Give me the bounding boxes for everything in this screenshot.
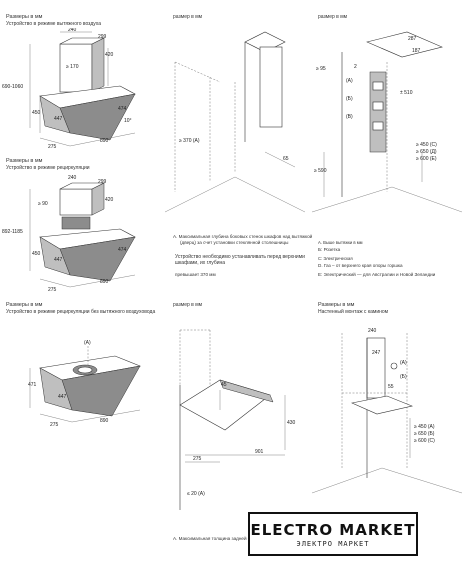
p2-dim-299: 299 — [98, 179, 107, 185]
panel1-title: Размеры в мм — [6, 14, 43, 20]
c3t-dim-287: 287 — [408, 36, 417, 42]
p2-dim-474: 474 — [118, 247, 127, 253]
p1-dim-299: 299 — [98, 34, 107, 40]
p2-dim-890: 890 — [100, 279, 109, 285]
p3-dim-890: 890 — [100, 418, 109, 424]
c3t-label-a: (A) — [346, 78, 353, 84]
c3t-label-c: (B) — [346, 114, 353, 120]
c3b-dim-55: 55 — [388, 384, 394, 390]
p1-dim-890: 890 — [100, 138, 109, 144]
c2b-dim-901: 901 — [255, 449, 264, 455]
col3-legend-3: D. Газ – от верхнего края опоры горшка — [318, 263, 403, 268]
p3-dim-471: 471 — [28, 382, 37, 388]
c3t-dim-450: ≥ 450 (С) — [416, 142, 437, 148]
col2-top-title: размер в мм — [173, 14, 203, 20]
panel1-subtitle: Устройство в режиме вытяжного воздуха — [6, 21, 102, 27]
c2b-dim-275: 275 — [193, 456, 202, 462]
col2-note-b: (дверц) за счет установки стеклянной сто… — [180, 240, 289, 245]
p1-dim-420: 420 — [105, 52, 114, 58]
col3-legend-1: Б: Розетка — [318, 247, 341, 252]
panel3-subtitle: Устройство в режиме рециркуляции без выт… — [6, 309, 156, 315]
p1-dim-275: 275 — [48, 144, 57, 150]
col2-note-d: превышает 370 мм — [175, 272, 216, 277]
p2-dim-90: ≥ 90 — [38, 201, 48, 207]
col2-bottom-title: размер в мм — [173, 302, 203, 308]
p2-dim-height: 892-1185 — [2, 229, 23, 235]
logo-title: ELECTRO MARKET — [250, 521, 416, 539]
col2-bottom-side-diagram: 45 430 275 901 ≤ 20 (A) — [179, 329, 296, 510]
c3t-dim-650: ≥ 650 (Д) — [416, 149, 437, 155]
c3t-dim-2: 2 — [354, 64, 357, 70]
c3b-dim-247: 247 — [372, 350, 381, 356]
c3b-dim-650: ≥ 650 (Б) — [414, 431, 435, 437]
p3-dim-a: (A) — [84, 340, 91, 346]
c2b-dim-45: 45 — [221, 382, 227, 388]
col2-footnote: A. Максимальная толщина задней стенки — [173, 536, 262, 541]
c2b-dim-20: ≤ 20 (A) — [187, 491, 205, 497]
col3-top-title: размер в мм — [318, 14, 348, 20]
col3-top-wall-diagram: ≥ 95 2 (A) (Б) (B) ± 510 ≥ 590 ≥ 450 (С)… — [312, 31, 462, 213]
col3-bottom-chimney-diagram: 240 247 55 ≥ 450 (А) ≥ 650 (Б) ≥ 600 (С)… — [312, 328, 462, 494]
p2-dim-450: 450 — [32, 251, 41, 257]
p1-dim-450: 450 — [32, 110, 41, 116]
p2-dim-447: 447 — [54, 257, 63, 263]
c3t-label-b: (Б) — [346, 96, 353, 102]
p2-dim-420: 420 — [105, 197, 114, 203]
panel2-title: Размеры в мм — [6, 158, 43, 164]
logo-subtitle: ЭЛЕКТРО МАРКЕТ — [296, 540, 370, 548]
col2-note-c: Устройство необходимо устанавливать пере… — [175, 254, 305, 266]
p1-dim-170: ≥ 170 — [66, 64, 79, 70]
panel2-subtitle: Устройство в режиме рециркуляции — [6, 165, 90, 171]
p3-dim-447: 447 — [58, 394, 67, 400]
col3-legend-4: Е: Электрический — для Австралии и Новой… — [318, 272, 436, 277]
panel1-hood-diagram: 240 299 420 ≥ 170 690-1060 450 447 474 1… — [2, 28, 136, 150]
p2-dim-240: 240 — [68, 175, 77, 181]
p1-dim-240: 240 — [68, 28, 77, 33]
panel3-hood-diagram: (A) 471 447 275 890 — [28, 340, 142, 428]
c2t-dim-370: ≥ 370 (A) — [179, 138, 200, 144]
col3-legend-title: A. Выше вытяжки в мм — [318, 240, 363, 245]
electro-market-logo: ELECTRO MARKET ЭЛЕКТРО МАРКЕТ — [248, 512, 418, 556]
c3b-dim-600: ≥ 600 (С) — [414, 438, 435, 444]
panel2-hood-diagram: 240 299 420 ≥ 90 892-1185 450 447 474 89… — [2, 175, 136, 293]
col3-legend-2: С: Электрическая — [318, 256, 353, 261]
c3t-dim-187: 187 — [412, 48, 421, 54]
c3t-dim-590: ≥ 590 — [314, 168, 327, 174]
col2-note-a: A. Максимальная глубина боковых стенок ш… — [173, 234, 313, 239]
panel3-title: Размеры в мм — [6, 302, 43, 308]
c3t-dim-510: ± 510 — [400, 90, 413, 96]
p2-dim-275: 275 — [48, 287, 57, 293]
p1-dim-height: 690-1060 — [2, 84, 23, 90]
p1-dim-447: 447 — [54, 116, 63, 122]
c3b-label-b: (Б) — [400, 374, 407, 380]
p3-dim-275: 275 — [50, 422, 59, 428]
c3b-dim-240: 240 — [368, 328, 377, 334]
col2-top-cabinet-diagram: ≥ 370 (A) 65 — [165, 31, 305, 213]
p1-dim-angle: 10° — [124, 118, 132, 124]
c2t-dim-65: 65 — [283, 156, 289, 162]
col3-bottom-subtitle: Настенный монтаж с камином — [318, 309, 389, 315]
c3b-dim-450: ≥ 450 (А) — [414, 424, 435, 430]
p1-dim-474: 474 — [118, 106, 127, 112]
c3t-dim-600: ≥ 600 (Е) — [416, 156, 437, 162]
c3t-dim-95: ≥ 95 — [316, 66, 326, 72]
c3b-label-a: (A) — [400, 360, 407, 366]
c2b-dim-430: 430 — [287, 420, 296, 426]
col3-bottom-title: Размеры в мм — [318, 302, 355, 308]
